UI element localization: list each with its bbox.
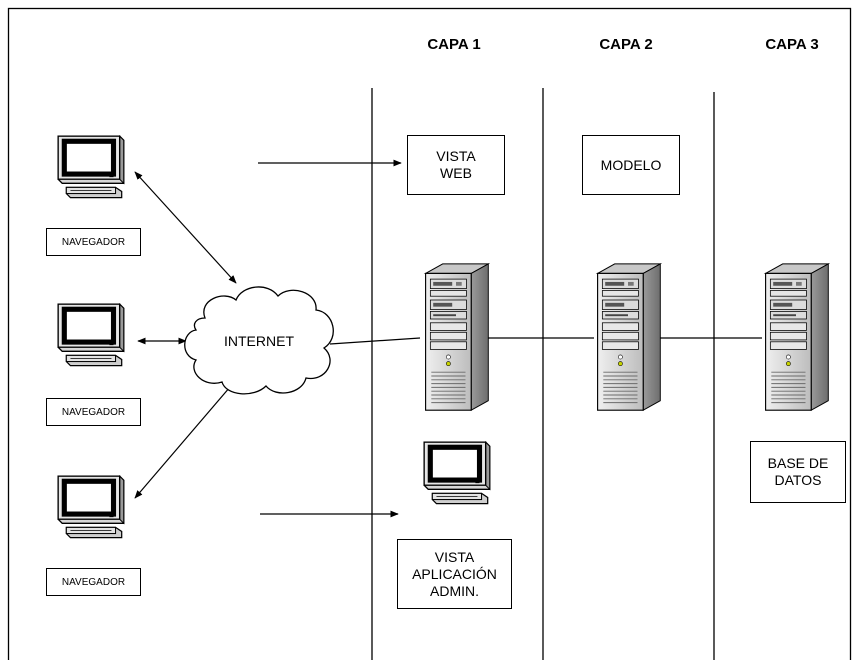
- internet-label: INTERNET: [224, 333, 294, 349]
- monitor-icon: [58, 304, 124, 366]
- layer-header-2: CAPA 2: [599, 36, 653, 53]
- base-datos-box: BASE DE DATOS: [750, 441, 846, 503]
- server-icon: [597, 263, 661, 411]
- layer-header-3: CAPA 3: [765, 36, 819, 53]
- monitor-icon: [58, 476, 124, 538]
- server-icon: [425, 263, 489, 411]
- client-label-2: NAVEGADOR: [46, 398, 141, 426]
- client-label-3: NAVEGADOR: [46, 568, 141, 596]
- line-internet-server1: [329, 337, 421, 345]
- modelo-box: MODELO: [582, 135, 680, 195]
- server-icon: [765, 263, 829, 411]
- arrow-client3-internet: [134, 379, 237, 499]
- outer-frame: [7, 7, 852, 660]
- cloud-icon: [184, 286, 334, 395]
- vista-admin-box: VISTA APLICACIÓN ADMIN.: [397, 539, 512, 609]
- client-label-1: NAVEGADOR: [46, 228, 141, 256]
- vista-web-box: VISTA WEB: [407, 135, 505, 195]
- arrow-client1-internet: [134, 171, 237, 284]
- monitor-icon: [58, 136, 124, 198]
- layer-header-1: CAPA 1: [427, 36, 481, 53]
- monitor-icon: [424, 442, 490, 504]
